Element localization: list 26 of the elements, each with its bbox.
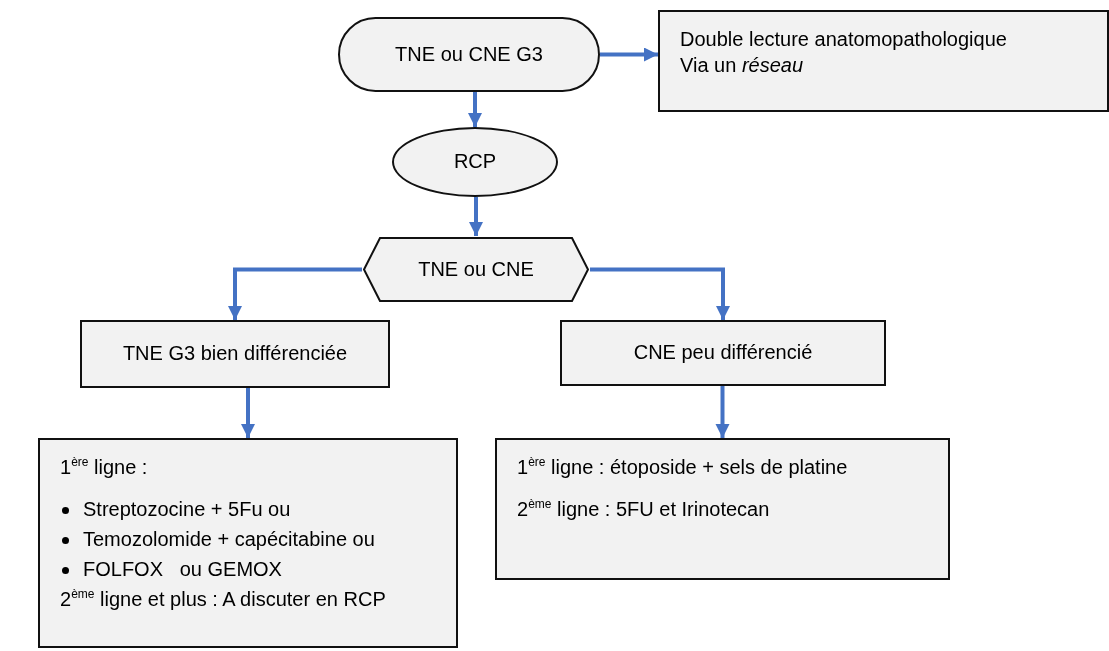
connector-arrow	[468, 92, 482, 127]
process-box	[560, 320, 886, 386]
node-text: 1$^{ère}$ ligne : étoposide + sels de platine	[517, 454, 848, 480]
node-text: Double lecture anatomopathologique Via un réseau	[680, 27, 1008, 78]
bullet-item: Temozolomide + capécitabine ou	[83, 527, 375, 552]
bullet-item: FOLFOX ou GEMOX	[83, 557, 282, 582]
node-text: TNE G3 bien différenciée	[122, 341, 348, 366]
node-text: CNE peu différencié	[633, 340, 813, 365]
node-text: TNE ou CNE	[418, 256, 534, 282]
connector-arrow	[590, 267, 730, 320]
connector-arrow	[469, 197, 483, 236]
node-text: 2$^{ème}$ ligne et plus : A discuter en RCP	[60, 586, 386, 612]
treatment-box	[495, 438, 950, 580]
treatment-box	[38, 438, 458, 648]
decision-hexagon	[362, 236, 590, 303]
bullet-item: Streptozocine + 5Fu ou	[83, 497, 291, 522]
connector-arrow	[228, 267, 362, 320]
node-text: 2$^{ème}$ ligne : 5FU et Irinotecan	[517, 496, 770, 522]
node-text: TNE ou CNE G3	[395, 41, 543, 67]
connector-arrow	[715, 386, 730, 438]
process-box	[80, 320, 390, 388]
note-box	[658, 10, 1109, 112]
connector-arrow	[241, 388, 255, 438]
connector-arrow	[600, 47, 658, 62]
node-text: RCP	[453, 149, 497, 174]
node-text: 1$^{ère}$ ligne :	[60, 454, 148, 480]
